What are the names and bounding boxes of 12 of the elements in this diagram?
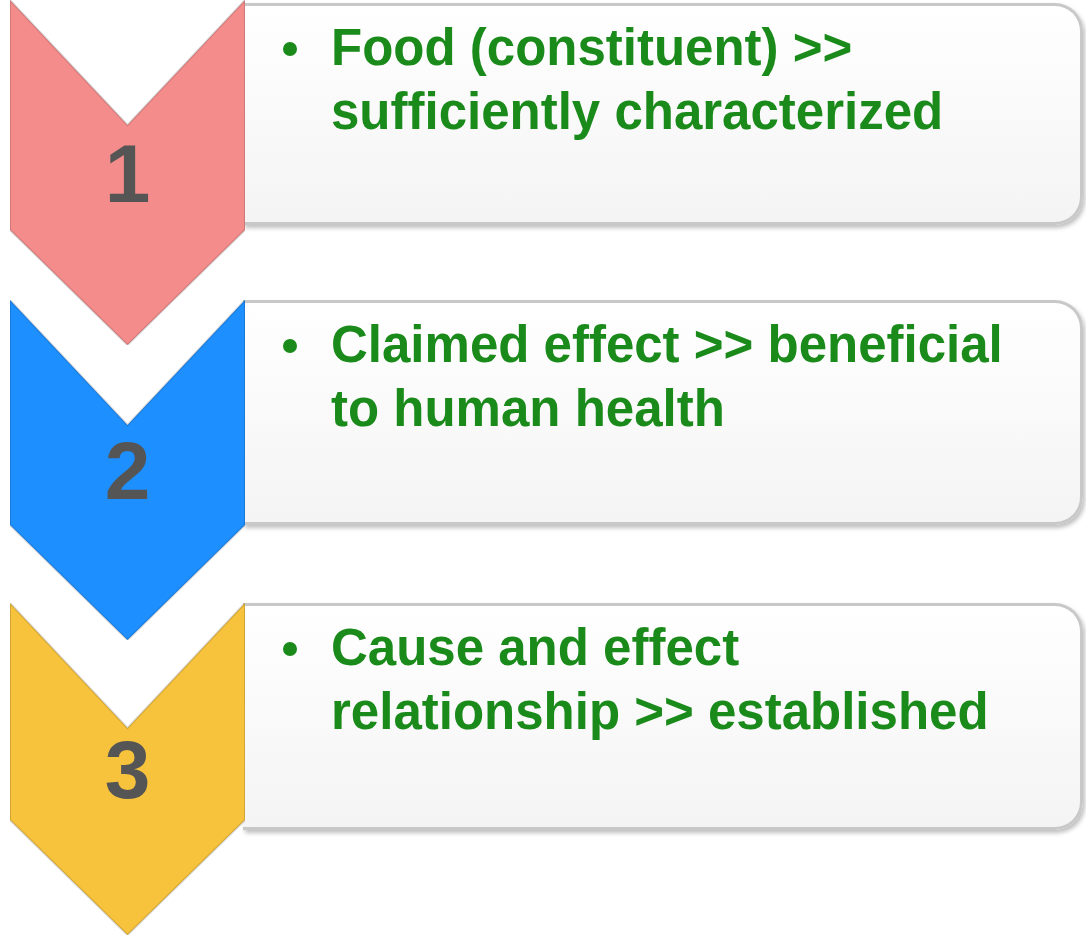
step-number: 1 [103,132,152,215]
step-number: 2 [103,430,152,512]
step-number: 3 [103,729,152,811]
item-text: Food (constituent) >> sufficiently characterized [331,18,945,142]
item-text: Cause and effect relationship >> established [331,618,990,742]
text-card [243,603,1083,830]
text-card [243,300,1083,525]
item-text: Claimed effect >> beneficial to human health [331,315,1004,439]
step-marker [10,603,245,935]
step-marker [10,300,245,640]
step-marker [10,0,245,345]
text-card [243,3,1083,225]
